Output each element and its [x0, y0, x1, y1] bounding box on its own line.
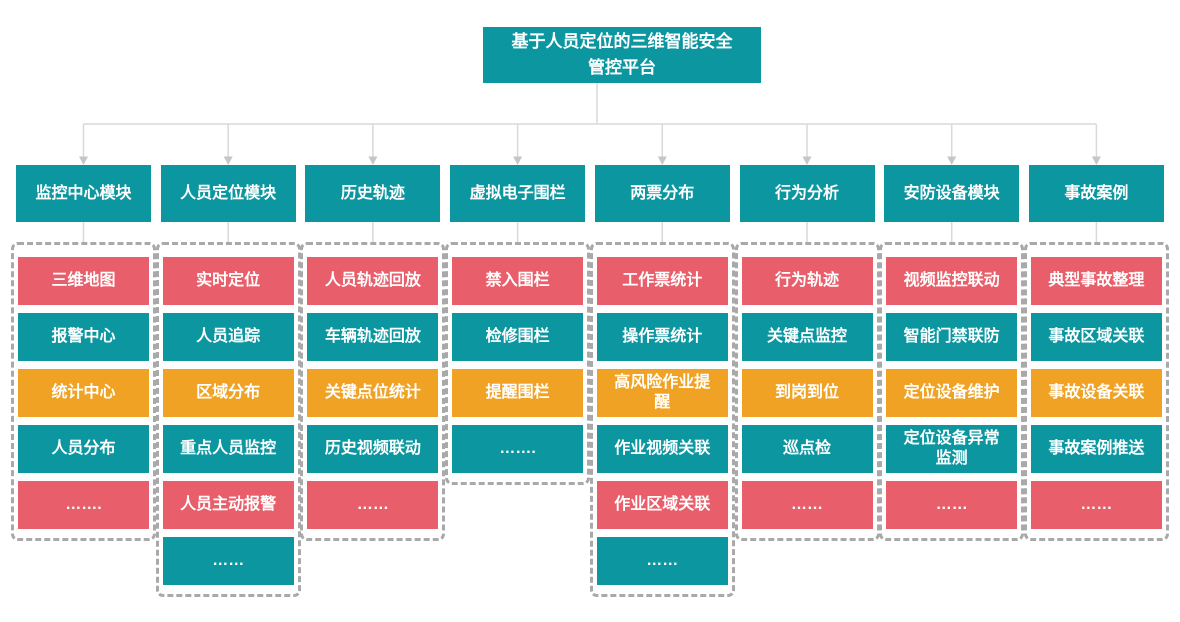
module-item: 视频监控联动 — [886, 257, 1018, 305]
module-items-container: 工作票统计操作票统计高风险作业提醒作业视频关联作业区域关联 …… — [589, 242, 735, 597]
module-items-container: 实时定位人员追踪区域分布重点人员监控人员主动报警 …… — [155, 242, 301, 597]
module-column: 人员定位模块实时定位人员追踪区域分布重点人员监控人员主动报警 …… — [155, 165, 301, 597]
module-item: 定位设备维护 — [886, 369, 1018, 417]
module-item: 事故案例推送 — [1030, 425, 1162, 473]
module-item: 关键点监控 — [741, 313, 873, 361]
module-header: 人员定位模块 — [160, 165, 296, 222]
module-item: …… — [1030, 481, 1162, 529]
module-item: 提醒围栏 — [452, 369, 584, 417]
module-item: 历史视频联动 — [307, 425, 439, 473]
module-item: 区域分布 — [162, 369, 294, 417]
module-item: 巡点检 — [741, 425, 873, 473]
module-item: 重点人员监控 — [162, 425, 294, 473]
module-item: 关键点位统计 — [307, 369, 439, 417]
module-item: ……. — [18, 481, 149, 529]
module-item: 人员轨迹回放 — [307, 257, 439, 305]
module-items-container: 三维地图报警中心统计中心人员分布 ……. — [11, 242, 156, 541]
module-header: 行为分析 — [739, 165, 875, 222]
module-item: 作业视频关联 — [596, 425, 728, 473]
module-item: …… — [162, 537, 294, 585]
module-item: 工作票统计 — [596, 257, 728, 305]
module-header: 安防设备模块 — [884, 165, 1020, 222]
module-header: 监控中心模块 — [16, 165, 151, 222]
module-item: 作业区域关联 — [596, 481, 728, 529]
module-item: 行为轨迹 — [741, 257, 873, 305]
module-item: 人员主动报警 — [162, 481, 294, 529]
module-item: 统计中心 — [18, 369, 149, 417]
module-item: 到岗到位 — [741, 369, 873, 417]
module-items-container: 行为轨迹关键点监控到岗到位巡点检 …… — [734, 242, 880, 541]
module-header: 事故案例 — [1028, 165, 1164, 222]
module-item: …… — [307, 481, 439, 529]
module-item: …… — [886, 481, 1018, 529]
module-column: 安防设备模块视频监控联动智能门禁联防定位设备维护定位设备异常监测 …… — [879, 165, 1025, 541]
module-column: 两票分布工作票统计操作票统计高风险作业提醒作业视频关联作业区域关联 …… — [589, 165, 735, 597]
module-item: 实时定位 — [162, 257, 294, 305]
module-header: 历史轨迹 — [305, 165, 441, 222]
module-item: 智能门禁联防 — [886, 313, 1018, 361]
module-column: 行为分析行为轨迹关键点监控到岗到位巡点检 …… — [734, 165, 880, 541]
module-column: 事故案例典型事故整理事故区域关联事故设备关联事故案例推送 …… — [1023, 165, 1169, 541]
module-item: …… — [741, 481, 873, 529]
module-item: 禁入围栏 — [452, 257, 584, 305]
module-column: 监控中心模块三维地图报警中心统计中心人员分布 ……. — [11, 165, 156, 541]
module-item: ……. — [452, 425, 584, 473]
module-item: 典型事故整理 — [1030, 257, 1162, 305]
root-title: 基于人员定位的三维智能安全管控平台 — [511, 31, 733, 77]
module-item: 操作票统计 — [596, 313, 728, 361]
module-items-container: 视频监控联动智能门禁联防定位设备维护定位设备异常监测 …… — [879, 242, 1025, 541]
module-header: 两票分布 — [594, 165, 730, 222]
module-column: 历史轨迹人员轨迹回放车辆轨迹回放关键点位统计历史视频联动 …… — [300, 165, 446, 541]
module-item: …… — [596, 537, 728, 585]
module-items-container: 禁入围栏检修围栏提醒围栏 ……. — [445, 242, 591, 485]
module-item: 事故设备关联 — [1030, 369, 1162, 417]
root-node: 基于人员定位的三维智能安全管控平台 — [483, 27, 761, 83]
module-item: 事故区域关联 — [1030, 313, 1162, 361]
module-column: 虚拟电子围栏禁入围栏检修围栏提醒围栏 ……. — [445, 165, 591, 485]
module-item: 检修围栏 — [452, 313, 584, 361]
module-item: 人员分布 — [18, 425, 149, 473]
module-items-container: 人员轨迹回放车辆轨迹回放关键点位统计历史视频联动 …… — [300, 242, 446, 541]
module-item: 车辆轨迹回放 — [307, 313, 439, 361]
module-item: 三维地图 — [18, 257, 149, 305]
module-item: 定位设备异常监测 — [886, 425, 1018, 473]
module-items-container: 典型事故整理事故区域关联事故设备关联事故案例推送 …… — [1023, 242, 1169, 541]
module-header: 虚拟电子围栏 — [450, 165, 586, 222]
module-item: 人员追踪 — [162, 313, 294, 361]
module-item: 报警中心 — [18, 313, 149, 361]
module-item: 高风险作业提醒 — [596, 369, 728, 417]
